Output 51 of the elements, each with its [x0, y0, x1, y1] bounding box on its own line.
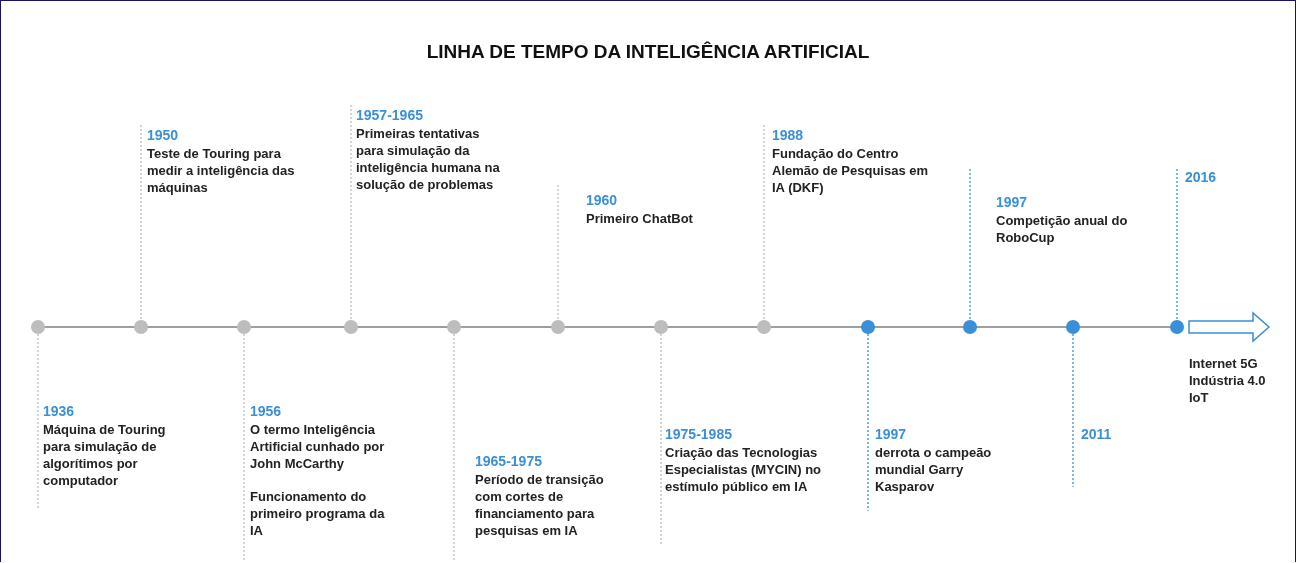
timeline-dot	[1066, 320, 1080, 334]
timeline-dot	[447, 320, 461, 334]
event-description: Funcionamento do primeiro programa da IA	[250, 488, 386, 539]
year-label: 1950	[147, 127, 180, 144]
year-label: 1988	[772, 127, 805, 144]
event-description: Primeiras tentativas para simulação da inteligência humana na solução de problemas	[356, 125, 501, 193]
leader-line	[1072, 333, 1074, 488]
trend-label: Internet 5G	[1189, 355, 1258, 372]
event-description: Fundação do Centro Alemão de Pesquisas em IA (DKF)	[772, 145, 930, 196]
leader-line	[969, 168, 971, 321]
year-label: 1956	[250, 403, 283, 420]
leader-line	[453, 333, 455, 562]
year-label: 1936	[43, 403, 76, 420]
event-description: Período de transição com cortes de financiamento para pesquisas em IA	[475, 471, 605, 539]
year-label: 2016	[1185, 169, 1218, 186]
trend-label: Indústria 4.0	[1189, 372, 1266, 389]
event-description: O termo Inteligência Artificial cunhado por John McCarthy	[250, 421, 386, 472]
timeline-dot	[963, 320, 977, 334]
event-description: Primeiro ChatBot	[586, 210, 694, 227]
timeline-dot	[1170, 320, 1184, 334]
year-label: 1975-1985	[665, 426, 733, 443]
leader-line	[867, 333, 869, 512]
leader-line	[763, 124, 765, 321]
event-description: Máquina de Touring para simulação de algorítimos por computador	[43, 421, 167, 489]
leader-line	[557, 184, 559, 321]
title: LINHA DE TEMPO DA INTELIGÊNCIA ARTIFICIAL	[425, 41, 871, 63]
trend-label: IoT	[1189, 389, 1209, 406]
event-description: Criação das Tecnologias Especialistas (MYCIN) no estímulo público em IA	[665, 444, 823, 495]
year-label: 1997	[996, 194, 1029, 211]
timeline-dot	[757, 320, 771, 334]
timeline-dot	[237, 320, 251, 334]
leader-line	[660, 333, 662, 547]
event-description: derrota o campeão mundial Garry Kasparov	[875, 444, 993, 495]
year-label: 1965-1975	[475, 453, 543, 470]
timeline-dot	[654, 320, 668, 334]
year-label: 1997	[875, 426, 908, 443]
leader-line	[243, 333, 245, 562]
timeline-dot	[31, 320, 45, 334]
timeline-dot	[344, 320, 358, 334]
timeline-dot	[861, 320, 875, 334]
leader-line	[350, 104, 352, 321]
event-description: Competição anual do RoboCup	[996, 212, 1129, 246]
leader-line	[37, 333, 39, 509]
year-label: 1960	[586, 192, 619, 209]
year-label: 1957-1965	[356, 107, 424, 124]
timeline-dot	[134, 320, 148, 334]
year-label: 2011	[1081, 426, 1113, 443]
timeline-dot	[551, 320, 565, 334]
event-description: Teste de Touring para medir a inteligência das máquinas	[147, 145, 296, 196]
leader-line	[1176, 168, 1178, 321]
leader-line	[140, 124, 142, 321]
